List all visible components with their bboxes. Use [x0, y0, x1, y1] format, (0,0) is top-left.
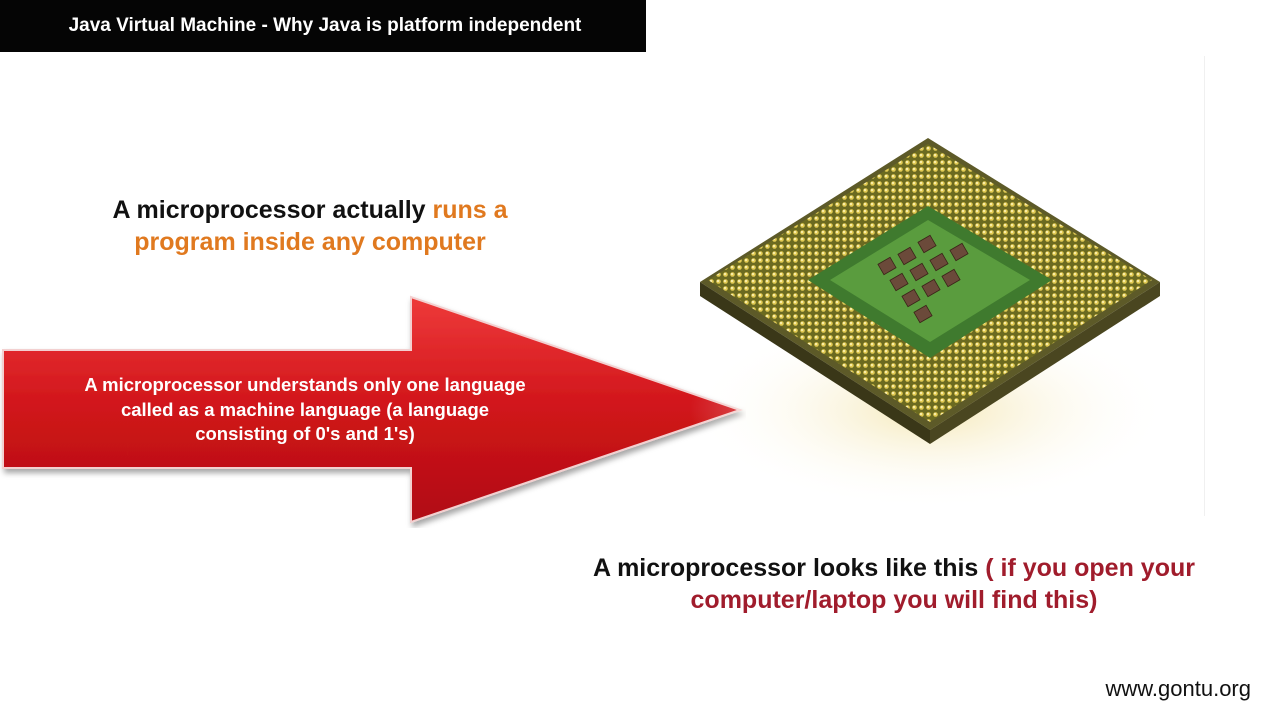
- arrow-line-1: A microprocessor understands only one la…: [84, 374, 526, 395]
- website-url: www.gontu.org: [1105, 676, 1251, 701]
- arrow-line-3: consisting of 0's and 1's): [195, 423, 415, 444]
- heading-highlight-2: program inside any computer: [134, 228, 486, 256]
- caption-highlight-1: ( if you open your: [985, 554, 1195, 582]
- divider-line: [1204, 56, 1205, 516]
- page-title: Java Virtual Machine - Why Java is platf…: [68, 15, 582, 36]
- arrow-line-2: called as a machine language (a language: [120, 398, 490, 420]
- red-arrow-shape: [0, 294, 746, 528]
- heading-text: A microprocessor actually: [112, 196, 433, 224]
- microprocessor-chip-image: [680, 110, 1180, 535]
- heading-microprocessor-runs: A microprocessor actually runs a program…: [60, 194, 560, 258]
- caption-looks-like: A microprocessor looks like this ( if yo…: [540, 552, 1248, 616]
- caption-text: A microprocessor looks like this: [593, 554, 986, 582]
- arrow-text: A microprocessor understands only one la…: [30, 373, 580, 447]
- heading-highlight-1: runs a: [432, 196, 508, 224]
- page-title-bar: Java Virtual Machine - Why Java is platf…: [0, 0, 646, 52]
- caption-highlight-2: computer/laptop you will find this): [690, 586, 1098, 614]
